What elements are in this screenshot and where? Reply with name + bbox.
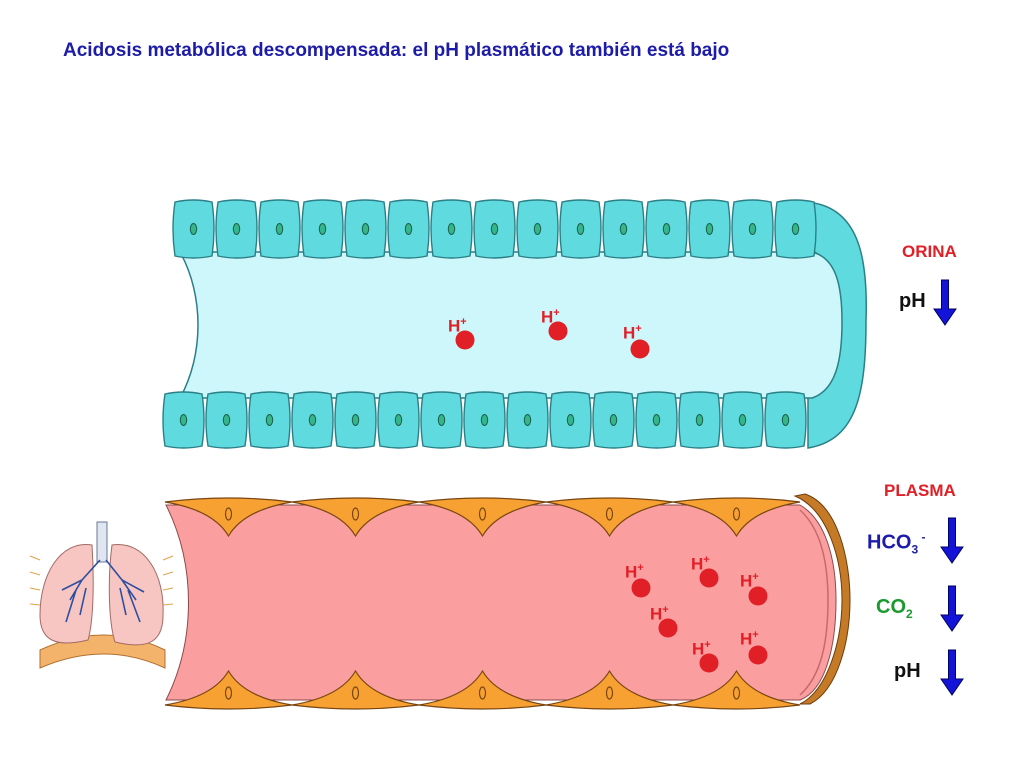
endothelial-bottom-cells bbox=[164, 669, 801, 710]
bicarbonate-subscript: 3 bbox=[911, 542, 919, 557]
down-arrow-icon bbox=[940, 517, 964, 564]
epithelial-cell bbox=[205, 391, 248, 449]
endothelial-cell bbox=[291, 497, 420, 538]
endothelial-cell bbox=[418, 497, 547, 538]
epithelial-cell bbox=[420, 391, 463, 449]
vessel-lumen bbox=[165, 504, 837, 701]
epithelial-cell bbox=[215, 199, 258, 259]
co2-subscript: 2 bbox=[906, 607, 913, 621]
epithelial-cell bbox=[344, 199, 387, 259]
plasma-ph-label: pH bbox=[894, 660, 921, 682]
lungs-icon bbox=[29, 521, 174, 669]
endothelial-cell bbox=[545, 497, 674, 538]
epithelial-cell bbox=[258, 199, 301, 259]
epithelial-cell bbox=[387, 199, 430, 259]
h-ion-label: H+ bbox=[623, 323, 642, 343]
vessel-wall-edge bbox=[793, 493, 851, 705]
tubule-lumen bbox=[178, 251, 843, 399]
epithelial-cell bbox=[463, 391, 506, 449]
epithelial-cell bbox=[334, 391, 377, 449]
down-arrow-icon bbox=[940, 649, 964, 696]
endothelial-cell bbox=[672, 669, 801, 710]
epithelial-cell bbox=[764, 391, 807, 449]
h-ion-dot bbox=[748, 586, 768, 606]
endothelial-cell bbox=[672, 497, 801, 538]
epithelial-cell bbox=[506, 391, 549, 449]
h-ion-label: H+ bbox=[448, 316, 467, 336]
epithelial-cell bbox=[678, 391, 721, 449]
arrows-layer bbox=[933, 279, 964, 696]
epithelial-cell bbox=[721, 391, 764, 449]
epithelial-cell bbox=[592, 391, 635, 449]
epithelial-cell bbox=[635, 391, 678, 449]
epithelial-cell bbox=[602, 199, 645, 259]
epithelial-cell bbox=[301, 199, 344, 259]
plasma-label: PLASMA bbox=[884, 481, 956, 500]
h-ion-dot bbox=[631, 578, 651, 598]
tubule-top-cells bbox=[172, 199, 817, 259]
h-ion-dot bbox=[699, 653, 719, 673]
h-ion-dot bbox=[455, 330, 475, 350]
h-ion-label: H+ bbox=[650, 604, 669, 624]
h-ion-dot bbox=[630, 339, 650, 359]
down-arrow-icon bbox=[933, 279, 957, 326]
bicarbonate-base: HCO bbox=[867, 531, 912, 554]
epithelial-cell bbox=[377, 391, 420, 449]
co2-base: CO bbox=[876, 596, 906, 618]
endothelial-cell bbox=[418, 669, 547, 710]
hydrogen-ion-dots bbox=[455, 321, 768, 673]
epithelial-cell bbox=[516, 199, 559, 259]
down-arrow-icon bbox=[940, 585, 964, 632]
epithelial-cell bbox=[549, 391, 592, 449]
co2-label: CO2 bbox=[876, 596, 913, 621]
epithelial-cell bbox=[430, 199, 473, 259]
epithelial-cell bbox=[559, 199, 602, 259]
page-title: Acidosis metabólica descompensada: el pH… bbox=[63, 40, 730, 61]
h-ion-label: H+ bbox=[740, 629, 759, 649]
endothelial-top-cells bbox=[164, 497, 801, 538]
bicarbonate-label: HCO3 - bbox=[867, 530, 925, 557]
h-ion-label: H+ bbox=[692, 639, 711, 659]
endothelial-cell bbox=[545, 669, 674, 710]
endothelial-cell bbox=[291, 669, 420, 710]
epithelial-cell bbox=[248, 391, 291, 449]
epithelial-cell bbox=[688, 199, 731, 259]
epithelial-cell bbox=[473, 199, 516, 259]
blood-vessel bbox=[164, 493, 851, 710]
h-ion-dot bbox=[658, 618, 678, 638]
vessel-inner-edge bbox=[799, 509, 829, 696]
epithelial-cell bbox=[172, 199, 215, 259]
bicarbonate-charge: - bbox=[918, 530, 926, 544]
epithelial-cell bbox=[731, 199, 774, 259]
renal-tubule bbox=[162, 199, 868, 449]
h-ion-dot bbox=[548, 321, 568, 341]
epithelial-cell bbox=[645, 199, 688, 259]
h-ion-label: H+ bbox=[691, 554, 710, 574]
orina-label: ORINA bbox=[902, 242, 957, 261]
epithelial-cell bbox=[291, 391, 334, 449]
h-ion-label: H+ bbox=[740, 571, 759, 591]
epithelial-cell bbox=[774, 199, 817, 259]
endothelial-cell bbox=[164, 669, 293, 710]
h-ion-dot bbox=[748, 645, 768, 665]
epithelial-cell bbox=[162, 391, 205, 449]
h-ion-dot bbox=[699, 568, 719, 588]
h-ion-label: H+ bbox=[625, 562, 644, 582]
endothelial-cell bbox=[164, 497, 293, 538]
tubule-bottom-cells bbox=[162, 391, 807, 449]
urine-ph-label: pH bbox=[899, 290, 926, 312]
h-ion-label: H+ bbox=[541, 307, 560, 327]
